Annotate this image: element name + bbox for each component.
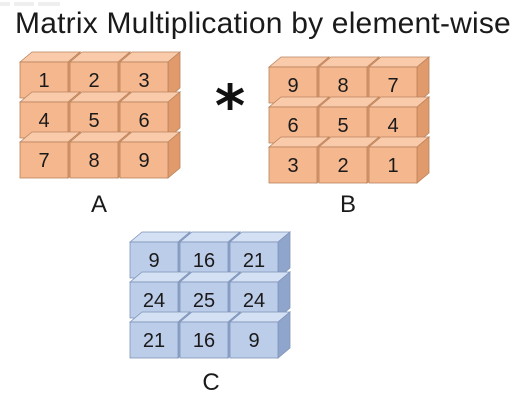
- matrix-b-value: 2: [337, 155, 348, 177]
- matrix-b-value: 3: [287, 155, 298, 177]
- matrix-c-value: 21: [243, 250, 265, 272]
- matrix-c-value: 21: [143, 330, 165, 352]
- matrix-c-cell-1-3: 21: [228, 231, 292, 279]
- matrix-a-value: 2: [88, 70, 99, 92]
- matrix-a-value: 4: [38, 110, 49, 132]
- cube-front-face: [69, 141, 119, 179]
- matrix-b-value: 6: [287, 115, 298, 137]
- cube-front-face: [179, 321, 229, 359]
- cube-front-face: [268, 146, 318, 184]
- matrix-b-value: 8: [337, 75, 348, 97]
- multiply-operator: *: [215, 72, 245, 140]
- matrix-b-cell-2-3: 4: [367, 96, 431, 144]
- matrix-c-value: 16: [193, 330, 215, 352]
- matrix-c-cell-2-3: 24: [228, 271, 292, 319]
- matrix-b-label: B: [340, 191, 356, 218]
- matrix-a-cell-3-2: 8: [68, 131, 132, 179]
- diagram-title: Matrix Multiplication by element-wise: [15, 7, 511, 40]
- matrix-c-value: 25: [193, 290, 215, 312]
- matrix-b-cell-1-3: 7: [367, 56, 431, 104]
- matrix-b-value: 5: [337, 115, 348, 137]
- matrix-a-value: 8: [88, 150, 99, 172]
- matrix-a-value: 1: [38, 70, 49, 92]
- matrix-a-cell-1-3: 3: [118, 51, 182, 99]
- matrix-b-cell-3-3: 1: [367, 136, 431, 184]
- cube-front-face: [129, 321, 179, 359]
- matrix-a-group: 1 2 3 4 5 6 7 8 9: [18, 51, 182, 179]
- matrix-c-value: 9: [248, 330, 259, 352]
- matrix-a-cell-2-3: 6: [118, 91, 182, 139]
- matrix-a-cell-3-3: 9: [118, 131, 182, 179]
- cube-front-face: [368, 146, 418, 184]
- matrix-a-label: A: [91, 191, 107, 218]
- cube-front-face: [119, 141, 169, 179]
- matrix-b-value: 7: [387, 75, 398, 97]
- matrix-c-group: 9 16 21 24 25 24 21 16 9: [128, 231, 292, 359]
- matrix-a-value: 5: [88, 110, 99, 132]
- matrix-c-label: C: [202, 369, 219, 396]
- matrix-b-value: 1: [387, 155, 398, 177]
- matrix-c-value: 16: [193, 250, 215, 272]
- cube-front-face: [318, 146, 368, 184]
- matrix-a-value: 7: [38, 150, 49, 172]
- matrix-c-value: 9: [148, 250, 159, 272]
- matrix-c-value: 24: [143, 290, 165, 312]
- matrix-c-cell-3-3: 9: [228, 311, 292, 359]
- matrix-c-value: 24: [243, 290, 265, 312]
- matrix-a-value: 3: [138, 70, 149, 92]
- cube-front-face: [19, 141, 69, 179]
- matrix-b-group: 9 8 7 6 5 4 3 2 1: [267, 56, 431, 184]
- matrix-a-value: 9: [138, 150, 149, 172]
- watermark-mark: [0, 2, 60, 6]
- matrix-a-value: 6: [138, 110, 149, 132]
- matrix-b-value: 4: [387, 115, 398, 137]
- cube-front-face: [229, 321, 279, 359]
- matrix-b-value: 9: [287, 75, 298, 97]
